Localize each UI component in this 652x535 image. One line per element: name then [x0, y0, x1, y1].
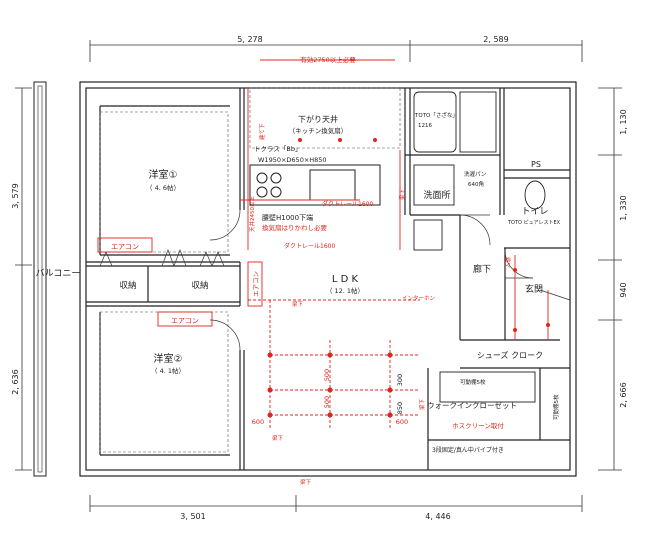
note-ceiling-down2: 梁下 — [292, 300, 304, 308]
exterior-walls — [33, 81, 577, 477]
room-entrance: 玄関 — [525, 283, 543, 295]
dim-600a: 600 — [252, 418, 264, 426]
dim-500b: 500 — [323, 396, 331, 408]
room-western2-size: （ 4. 1帖） — [151, 366, 185, 375]
dimension-lines — [15, 40, 622, 512]
note-hanging1: 可動棚5枚 — [460, 378, 486, 386]
note-duct2: ダクトレール1600 — [284, 242, 335, 250]
note-lowered-ceiling: 下がり天井 — [298, 114, 338, 124]
room-hallway: 廊下 — [473, 263, 491, 275]
room-storage1: 収納 — [119, 280, 136, 291]
dim-right-1: 1, 130 — [619, 109, 628, 134]
note-bottom-shelf: 3段固定/真ん中パイプ付き — [432, 446, 504, 454]
room-ldk-size: （ 12. 1帖） — [326, 286, 364, 295]
room-western1-size: （ 4. 6帖） — [146, 183, 180, 192]
room-ldk: L D K — [332, 274, 359, 285]
kitchen-counter — [249, 164, 381, 206]
dim-left-lower: 2, 636 — [11, 369, 20, 394]
room-western1: 洋室① — [149, 168, 178, 181]
room-balcony: バルコニー — [36, 268, 81, 279]
dim-500a: 500 — [323, 369, 331, 381]
note-duct1: ダクトレール1600 — [322, 200, 373, 208]
note-ceiling-down6: 梁下 — [418, 398, 426, 410]
dim-right-2: 1, 330 — [619, 195, 628, 220]
dim-top-right: 2, 589 — [483, 35, 508, 44]
room-shoes: シューズ クローク — [477, 350, 543, 360]
note-waist-wall: 腰壁H1000下端 — [262, 213, 313, 222]
dim-850: 850 — [396, 402, 404, 414]
dim-right-4: 2, 666 — [619, 382, 628, 407]
room-toilet: トイレ — [521, 207, 548, 217]
dim-right-3: 940 — [619, 282, 628, 297]
dim-600b: 600 — [396, 418, 408, 426]
dashed-outlines — [99, 87, 401, 453]
note-ceiling-down5: 梁下 — [398, 188, 406, 200]
note-aircon3: エアコン — [252, 271, 260, 297]
room-western2: 洋室② — [154, 352, 183, 365]
note-aircon1: エアコン — [111, 243, 139, 251]
note-kitchen-fan: （キッチン換気扇） — [289, 126, 348, 135]
note-kitchen-size: W1950×D650×H850 — [258, 156, 327, 164]
note-toto-bath: TOTO「さざな」 — [414, 111, 458, 119]
note-washpan-size: 640角 — [468, 180, 484, 188]
note-aircon2: エアコン — [171, 317, 199, 325]
note-bath-size: 1216 — [418, 123, 432, 129]
dim-left: 3, 579 — [11, 183, 20, 208]
note-ceiling-req: 有効2750以上必要 — [300, 55, 356, 64]
note-hoscreen: ホスクリーン取付 — [452, 421, 504, 430]
room-storage2: 収納 — [191, 280, 208, 291]
note-ceiling-down1: 建て下 — [258, 123, 266, 140]
note-washpan: 洗濯パン — [464, 170, 487, 178]
bath-fixtures — [413, 91, 546, 403]
dim-bottom-left: 3, 501 — [180, 512, 205, 521]
dim-300: 300 — [396, 374, 404, 386]
room-washroom: 洗面所 — [423, 189, 450, 201]
room-ps: PS — [531, 160, 541, 169]
note-sensor: 人感 — [504, 256, 512, 268]
note-ceiling-down4: 梁下 — [272, 434, 284, 442]
dim-bottom-right: 4, 446 — [425, 512, 450, 521]
note-tkras: トクラス「Bb」 — [254, 145, 301, 153]
room-walkin: ウォークインクローゼット — [427, 400, 517, 410]
downlight-markers — [267, 138, 550, 418]
dim-top-left: 5, 278 — [237, 35, 262, 44]
interior-walls — [86, 88, 570, 470]
note-hanging2: 可動棚5枚 — [552, 394, 560, 420]
note-toto-toilet: TOTO ピュアレストEX — [507, 220, 561, 226]
door-swings — [99, 209, 571, 351]
note-fan: 換気扇はりかわし必要 — [262, 223, 328, 232]
note-ceiling-down3: 梁下 — [300, 478, 312, 486]
note-ceiling-h: 天井2450以上 — [248, 196, 256, 232]
note-interphone: インターホン — [402, 294, 436, 302]
